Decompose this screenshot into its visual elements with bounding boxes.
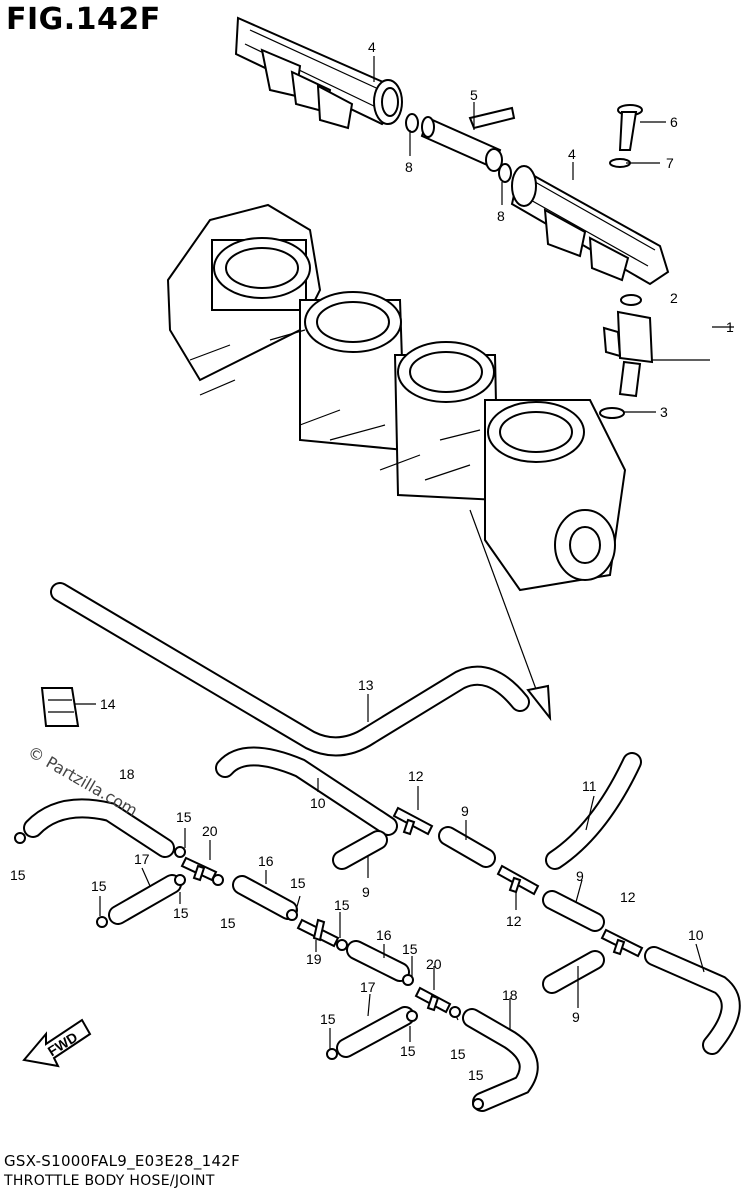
callout-1: 1 [726, 319, 734, 335]
callout-19: 19 [306, 951, 322, 967]
section-title: THROTTLE BODY HOSE/JOINT [4, 1173, 215, 1189]
hose-joint-12-b[interactable] [496, 864, 540, 896]
hose-18-upper[interactable] [23, 798, 175, 858]
callout-15: 15 [400, 1043, 416, 1059]
hose-9-c[interactable] [542, 890, 605, 932]
callout-11: 11 [582, 778, 597, 794]
o-ring-lower[interactable] [498, 163, 512, 183]
o-ring-upper[interactable] [405, 113, 419, 133]
hose-joint-12-c[interactable] [600, 928, 644, 958]
callout-15: 15 [402, 941, 418, 957]
callout-18: 18 [119, 766, 135, 782]
callout-18: 18 [502, 987, 518, 1003]
model-code: GSX-S1000FAL9_E03E28_142F [4, 1152, 241, 1170]
callout-15: 15 [10, 867, 26, 883]
callout-12: 12 [408, 768, 424, 784]
fuel-injector[interactable] [602, 310, 654, 398]
hose-17-lower[interactable] [336, 1006, 415, 1058]
fuel-joint-pipe[interactable] [420, 106, 516, 172]
callout-15: 15 [290, 875, 306, 891]
hose-joint-20-b[interactable] [414, 986, 452, 1014]
callout-9: 9 [576, 868, 584, 884]
callout-13: 13 [358, 677, 374, 693]
callout-3: 3 [660, 404, 668, 420]
callout-9: 9 [461, 803, 469, 819]
hose-9-a[interactable] [332, 830, 388, 870]
callout-16: 16 [376, 927, 392, 943]
hose-17-upper[interactable] [108, 874, 182, 925]
callout-9: 9 [362, 884, 370, 900]
callout-labels: 4 5 6 8 4 7 8 2 1 3 14 13 18 10 12 11 9 … [10, 39, 734, 1083]
callout-12: 12 [620, 889, 636, 905]
callout-15: 15 [450, 1046, 466, 1062]
callout-15: 15 [220, 915, 236, 931]
callout-20: 20 [426, 956, 442, 972]
callout-8: 8 [405, 159, 413, 175]
callout-17: 17 [134, 851, 150, 867]
fwd-direction-badge: FWD [22, 1018, 92, 1068]
callout-15: 15 [334, 897, 350, 913]
callout-16: 16 [258, 853, 274, 869]
callout-15: 15 [91, 878, 107, 894]
callout-9: 9 [572, 1009, 580, 1025]
injector-seal[interactable] [599, 407, 625, 419]
hose-joint-12-a[interactable] [392, 806, 434, 836]
hose-9-d[interactable] [542, 950, 605, 994]
callout-20: 20 [202, 823, 218, 839]
callout-4: 4 [368, 39, 376, 55]
callout-12: 12 [506, 913, 522, 929]
callout-15: 15 [468, 1067, 484, 1083]
callout-15: 15 [320, 1011, 336, 1027]
callout-17: 17 [360, 979, 376, 995]
fuel-delivery-pipe-lower[interactable] [510, 165, 670, 286]
callout-10: 10 [688, 927, 704, 943]
figure-title: FIG.142F [6, 2, 161, 37]
throttle-body-assembly[interactable] [166, 203, 627, 592]
callout-4: 4 [568, 146, 576, 162]
callout-14: 14 [100, 696, 116, 712]
hose-9-b[interactable] [438, 826, 496, 868]
hose-11[interactable] [545, 752, 642, 870]
callout-2: 2 [670, 290, 678, 306]
hose-16-upper[interactable] [232, 875, 298, 920]
detail-arrowhead [526, 684, 552, 722]
callout-leader-lines [74, 56, 734, 1050]
hose-10-upper[interactable] [215, 746, 398, 836]
fuel-delivery-pipe-upper[interactable] [234, 16, 403, 130]
hose-18-lower[interactable] [462, 1008, 539, 1112]
hose-clamp-14[interactable] [40, 687, 80, 727]
injector-o-ring[interactable] [620, 294, 642, 306]
callout-5: 5 [470, 87, 478, 103]
hose-13[interactable] [50, 582, 530, 757]
bolt[interactable] [617, 104, 643, 151]
callout-15: 15 [176, 809, 192, 825]
hose-joint-19[interactable] [296, 918, 340, 948]
callout-15: 15 [173, 905, 189, 921]
callout-10: 10 [310, 795, 326, 811]
hose-10-lower[interactable] [644, 946, 741, 1055]
hose-clips-15[interactable] [14, 832, 484, 1110]
hose-joint-20-a[interactable] [180, 856, 218, 882]
callout-7: 7 [666, 155, 674, 171]
hose-16-lower[interactable] [346, 940, 410, 982]
callout-6: 6 [670, 114, 678, 130]
detail-leader-line [469, 509, 541, 701]
callout-8: 8 [497, 208, 505, 224]
